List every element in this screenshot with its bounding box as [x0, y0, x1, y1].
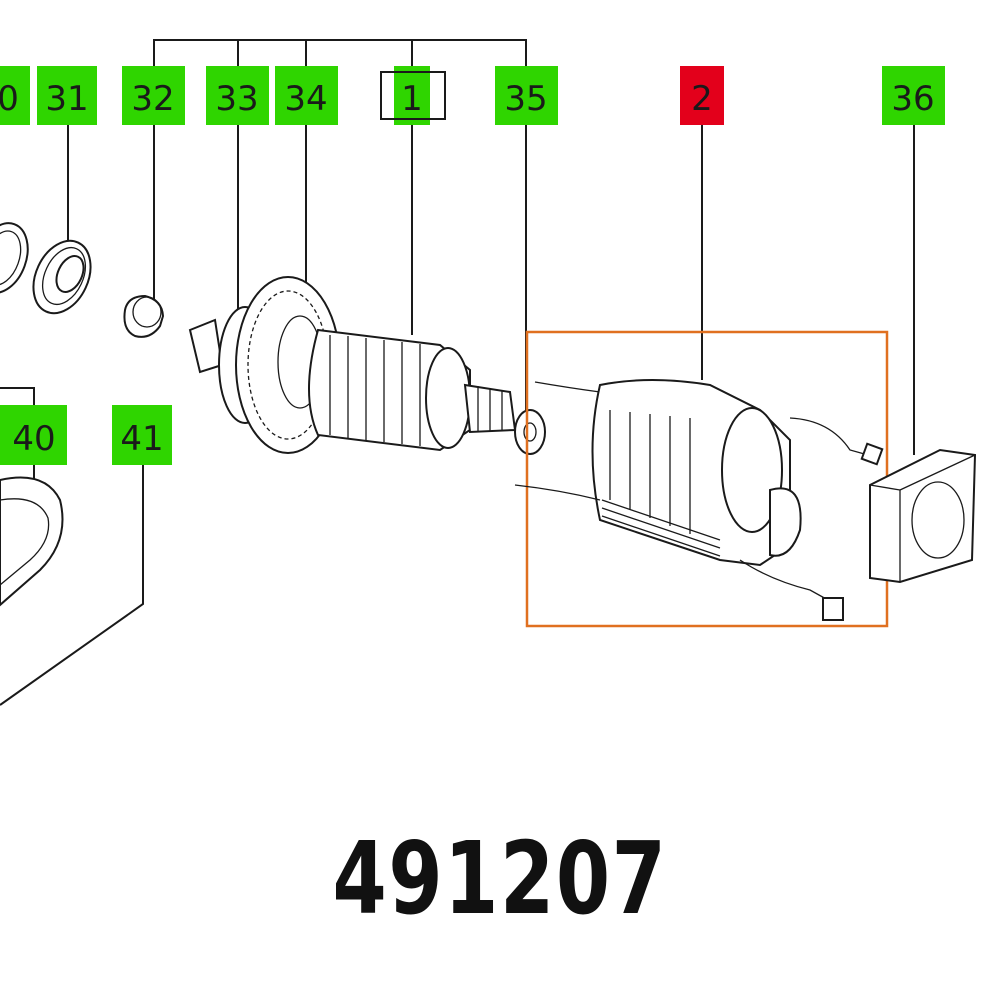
svg-text:32: 32 — [131, 79, 174, 119]
part-filter-36 — [869, 448, 977, 584]
part-armature-1 — [308, 328, 546, 455]
svg-text:1: 1 — [401, 79, 423, 119]
callout-41[interactable]: 41 — [112, 405, 172, 465]
svg-text:34: 34 — [284, 79, 327, 119]
callout-40[interactable]: 40 — [0, 405, 67, 465]
svg-text:36: 36 — [891, 79, 934, 119]
part-number: 491207 — [332, 820, 668, 937]
callout-31[interactable]: 31 — [37, 66, 97, 125]
callout-2[interactable]: 2 — [680, 66, 724, 125]
callout-34[interactable]: 34 — [275, 66, 338, 125]
part-field-coil-2 — [514, 379, 884, 621]
svg-text:0: 0 — [0, 79, 19, 119]
callout-30[interactable]: 0 — [0, 66, 30, 125]
svg-text:41: 41 — [120, 419, 163, 459]
svg-text:33: 33 — [215, 79, 258, 119]
svg-text:35: 35 — [504, 79, 547, 119]
callout-35[interactable]: 35 — [495, 66, 558, 125]
part-seal-31 — [32, 239, 92, 315]
part-cap-32 — [123, 294, 165, 338]
part-ring-30 — [0, 222, 29, 294]
part-housing-40 — [0, 476, 64, 607]
callout-33[interactable]: 33 — [206, 66, 269, 125]
svg-text:40: 40 — [12, 419, 55, 459]
callout-36[interactable]: 36 — [882, 66, 945, 125]
callout-1[interactable]: 1 — [380, 66, 446, 125]
svg-text:31: 31 — [45, 79, 88, 119]
callout-32[interactable]: 32 — [122, 66, 185, 125]
svg-text:2: 2 — [691, 79, 713, 119]
